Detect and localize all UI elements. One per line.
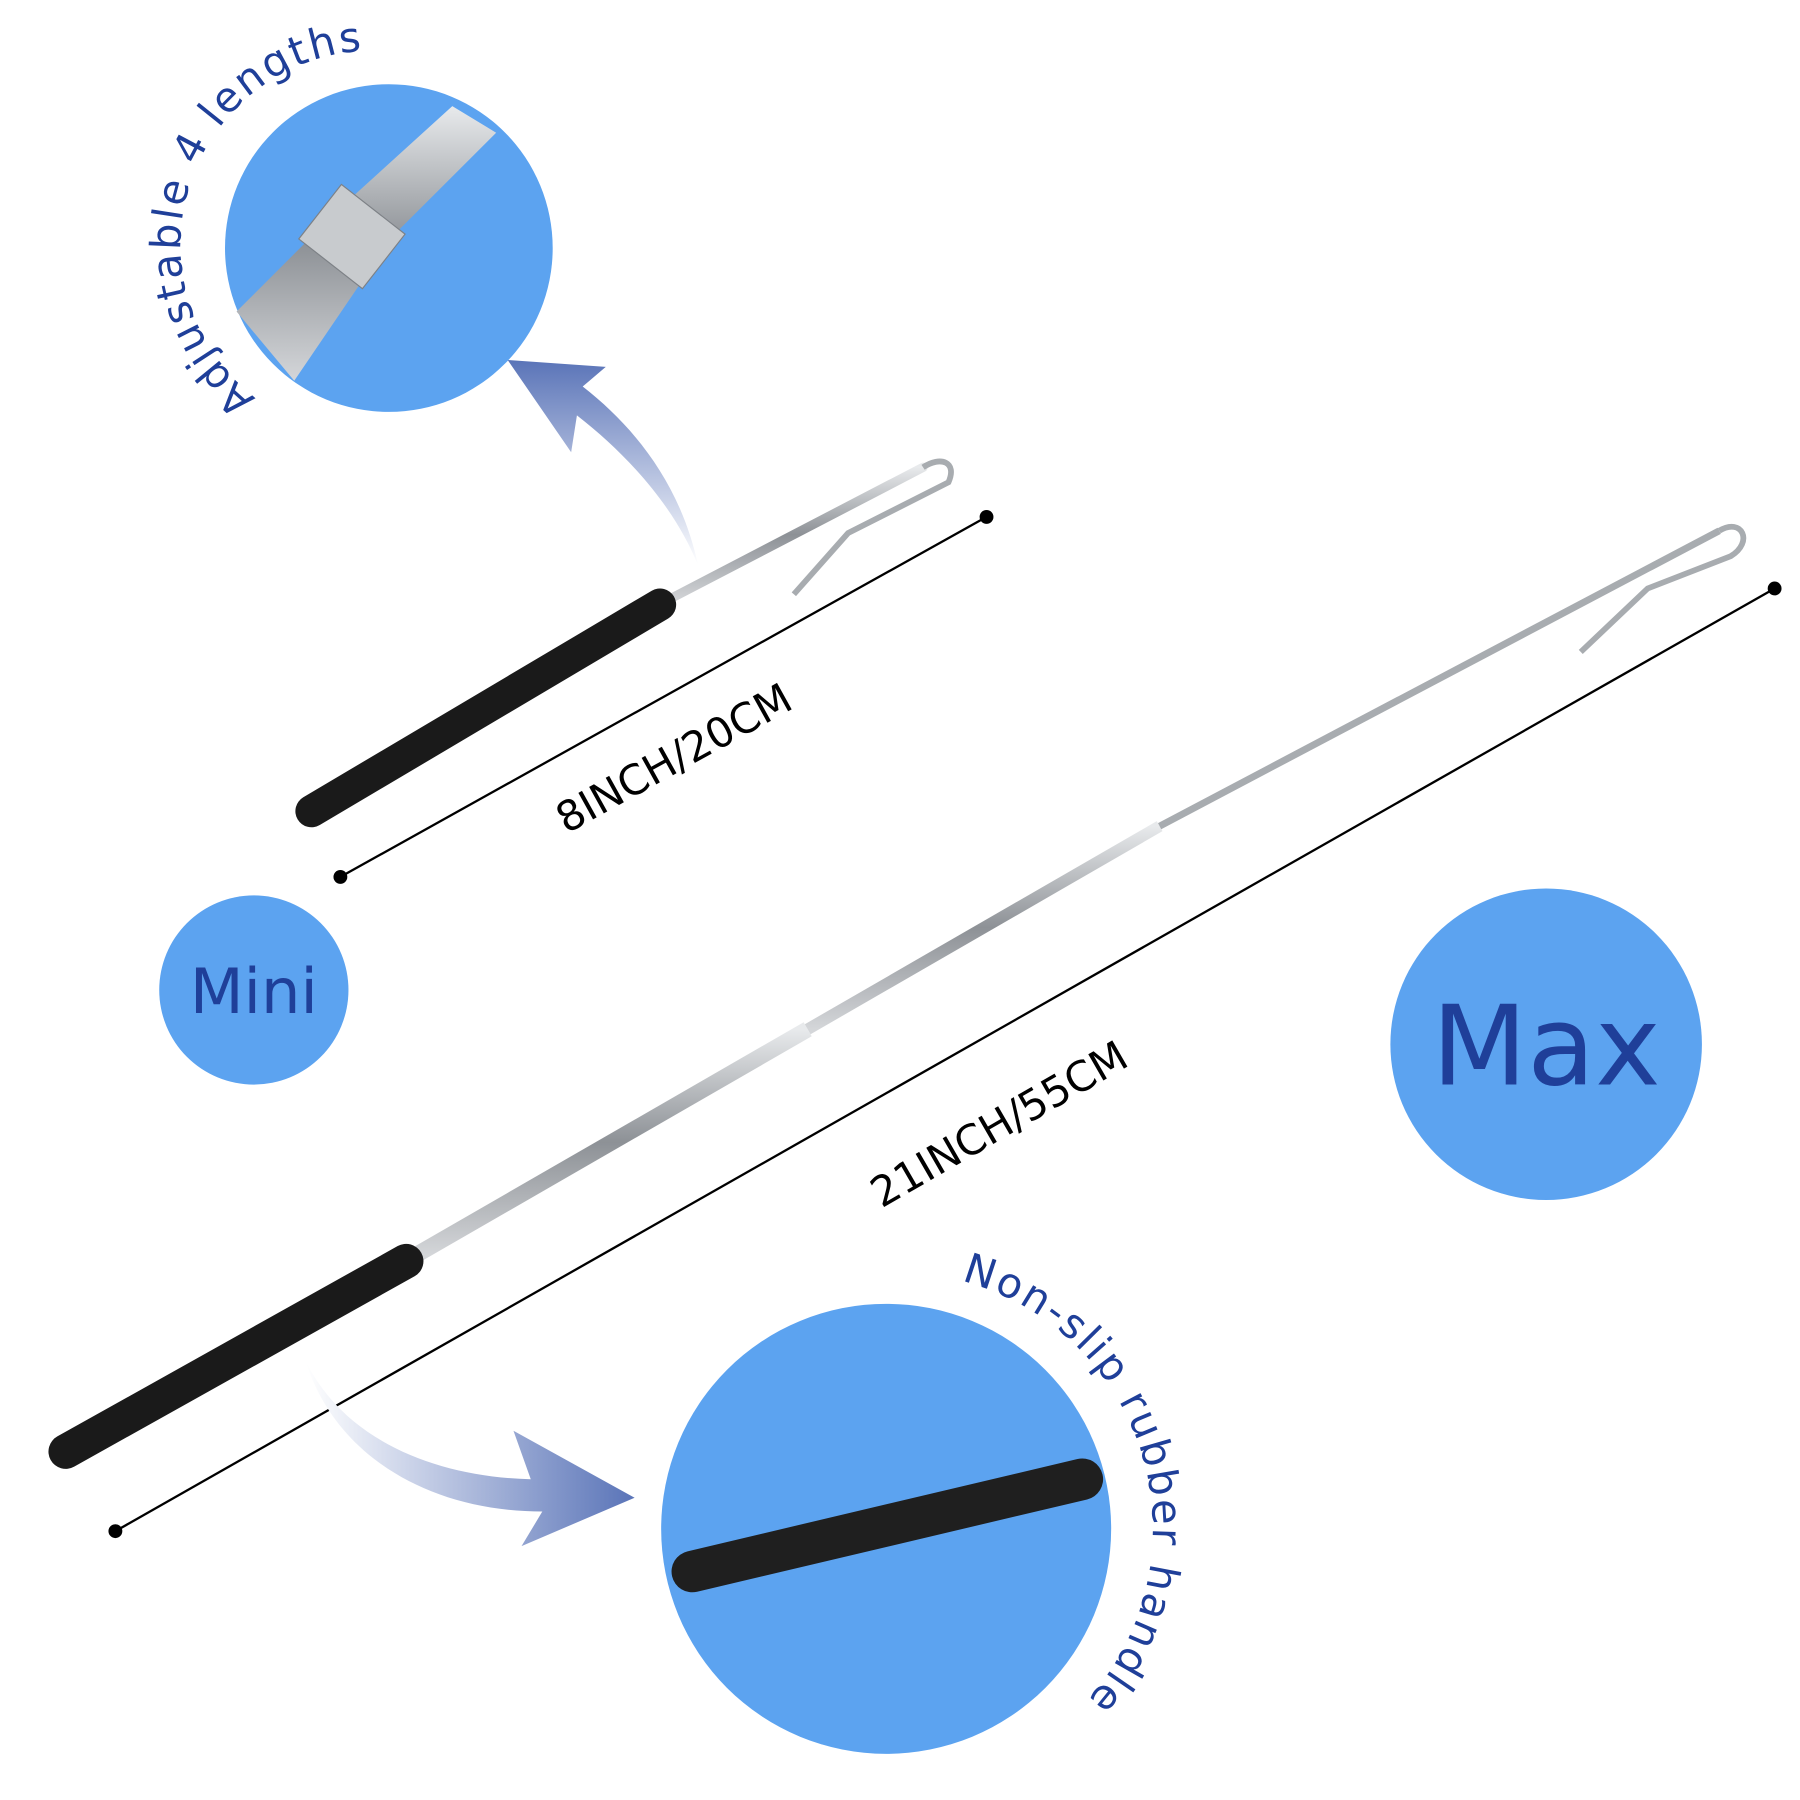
max-badge-label: Max [1432,983,1661,1112]
max-handle [48,1243,424,1469]
mini-dimension: 8INCH/20CM [333,510,994,884]
arrow-right-icon [305,1361,635,1547]
mini-badge-label: Mini [190,955,318,1028]
mini-rod [295,458,954,828]
mini-handle [295,588,677,828]
rubber-handle-image [671,1458,1104,1593]
mini-badge: Mini [159,895,349,1085]
max-rod [48,523,1747,1469]
handle-detail: Non-slip rubber handle [661,1243,1190,1754]
adjustable-detail: Adjustable 4 lengths [141,12,553,428]
mini-dimension-label: 8INCH/20CM [547,673,800,843]
arrow-up-icon [507,360,699,566]
max-badge: Max [1390,888,1702,1200]
telescopic-joint-image [236,106,497,381]
max-dimension-label: 21INCH/55CM [862,1031,1136,1217]
